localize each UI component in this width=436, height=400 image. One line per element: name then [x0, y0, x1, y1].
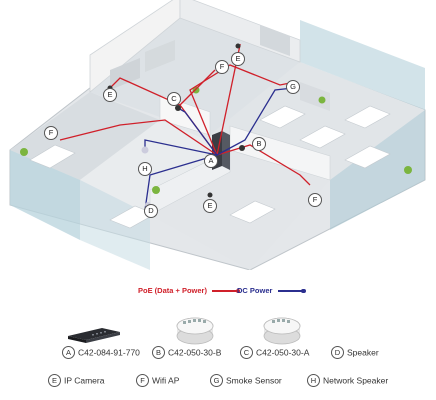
switch-image	[68, 328, 120, 343]
shelf-unit	[300, 82, 330, 111]
key-e-badge: E	[48, 374, 61, 387]
key-f-label: Wifi AP	[152, 375, 180, 386]
key-g-label: Smoke Sensor	[226, 375, 282, 386]
legend-dc-line	[277, 288, 306, 294]
marker-b: B	[252, 137, 266, 151]
key-c-label: C42-050-30-A	[256, 347, 310, 358]
key-d-label: Speaker	[347, 347, 379, 358]
marker-a: A	[204, 154, 218, 168]
legend-poe-line	[212, 288, 241, 294]
glass-wall-left	[10, 150, 80, 240]
legend-poe: PoE (Data + Power)	[138, 286, 241, 295]
key-h-badge: H	[307, 374, 320, 387]
marker-e-bottom: E	[203, 199, 217, 213]
marker-e-left: E	[103, 88, 117, 102]
marker-c: C	[167, 92, 181, 106]
isometric-office-plan	[9, 0, 426, 270]
shelf-unit	[110, 58, 140, 90]
key-b-label: C42-050-30-B	[168, 347, 222, 358]
floor-front-meeting	[80, 120, 230, 215]
key-h-label: Network Speaker	[323, 375, 389, 386]
glass-wall-back	[300, 20, 425, 110]
legend-dc-label: DC Power	[237, 286, 273, 295]
marker-g: G	[286, 80, 300, 94]
product-images	[68, 317, 301, 345]
floor-center	[90, 18, 300, 135]
shelf-unit	[260, 25, 290, 56]
marker-f-right: F	[308, 193, 322, 207]
glass-wall-front	[80, 180, 150, 270]
key-f-badge: F	[136, 374, 149, 387]
key-a-badge: A	[62, 346, 75, 359]
key-d-badge: D	[331, 346, 344, 359]
marker-h: H	[138, 162, 152, 176]
plants	[20, 86, 412, 194]
shelf-unit	[145, 40, 175, 72]
marker-d: D	[144, 204, 158, 218]
marker-f-top: F	[215, 60, 229, 74]
key-b-badge: B	[152, 346, 165, 359]
marker-e-top: E	[231, 52, 245, 66]
key-g-badge: G	[210, 374, 223, 387]
key-c-badge: C	[240, 346, 253, 359]
glass-wall-right	[330, 110, 425, 230]
desk-cluster	[29, 105, 391, 229]
splitter-a-image	[263, 317, 301, 345]
key-e-label: IP Camera	[64, 375, 105, 386]
key-a-label: C42-084-91-770	[78, 347, 140, 358]
splitter-b-image	[176, 317, 214, 345]
cable-legend: PoE (Data + Power) DC Power	[0, 286, 436, 300]
legend-poe-label: PoE (Data + Power)	[138, 286, 207, 295]
legend-dc: DC Power	[237, 286, 306, 295]
marker-f-left: F	[44, 126, 58, 140]
